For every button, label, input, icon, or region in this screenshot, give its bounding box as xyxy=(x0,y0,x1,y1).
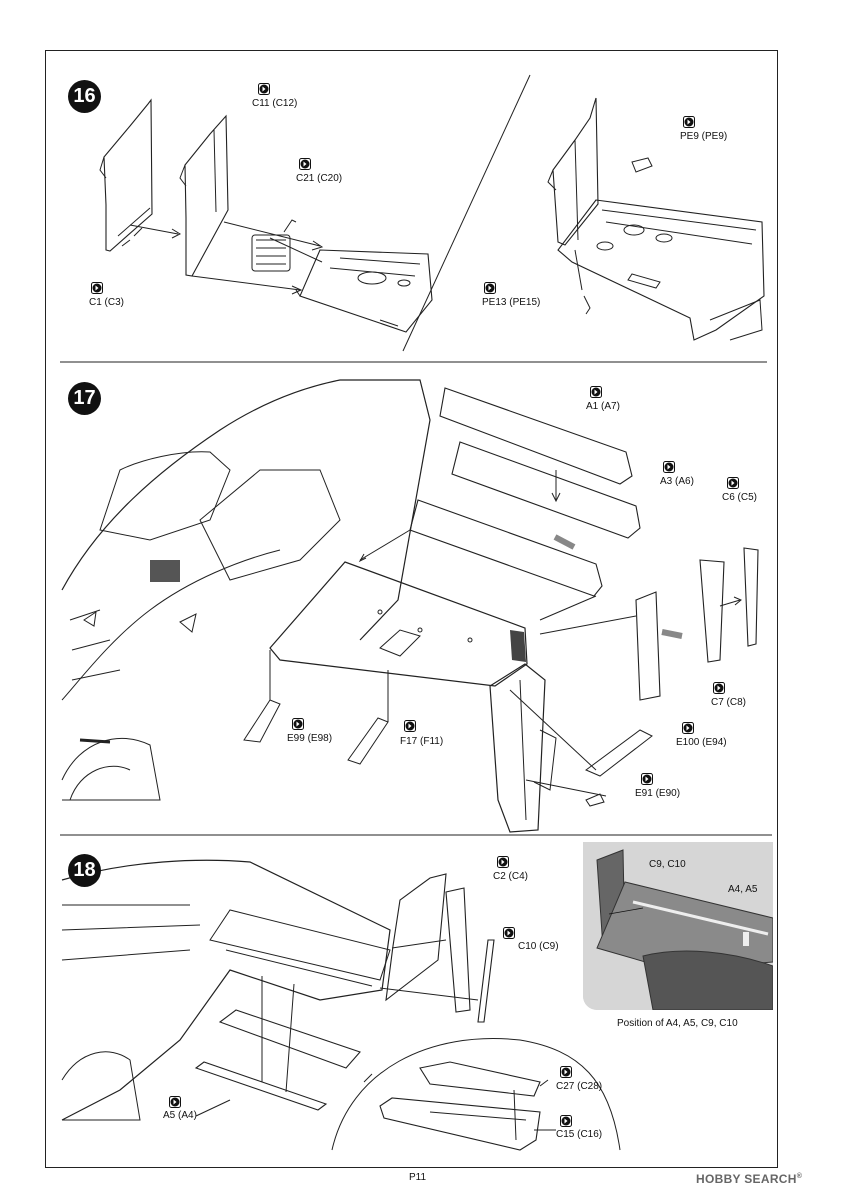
watermark-text: HOBBY SEARCH xyxy=(696,1172,797,1186)
part-label-pe9: PE9 (PE9) xyxy=(680,131,728,142)
watermark-registered-mark: ® xyxy=(796,1173,803,1180)
part-label-c7: C7 (C8) xyxy=(711,697,747,708)
arrow-right-in-square-icon xyxy=(503,927,515,939)
arrow-right-in-square-icon xyxy=(560,1066,572,1078)
arrow-right-in-square-icon xyxy=(560,1115,572,1127)
arrow-right-in-square-icon xyxy=(91,282,103,294)
step-number-17: 17 xyxy=(68,382,101,415)
step-number-16: 16 xyxy=(68,80,101,113)
watermark: HOBBY SEARCH® xyxy=(696,1172,802,1186)
arrow-right-in-square-icon xyxy=(590,386,602,398)
part-label-c15: C15 (C16) xyxy=(556,1129,603,1140)
part-label-a1: A1 (A7) xyxy=(586,401,620,412)
page-number: P11 xyxy=(409,1172,427,1183)
part-label-c1: C1 (C3) xyxy=(89,297,125,308)
arrow-right-in-square-icon xyxy=(713,682,725,694)
inset-label-a4-a5: A4, A5 xyxy=(728,884,758,895)
position-reference-photo xyxy=(583,842,773,1010)
part-label-a5: A5 (A4) xyxy=(163,1110,197,1121)
arrow-right-in-square-icon xyxy=(727,477,739,489)
arrow-right-in-square-icon xyxy=(484,282,496,294)
part-label-c21: C21 (C20) xyxy=(296,173,343,184)
arrow-right-in-square-icon xyxy=(299,158,311,170)
arrow-right-in-square-icon xyxy=(169,1096,181,1108)
arrow-right-in-square-icon xyxy=(292,718,304,730)
part-label-c11: C11 (C12) xyxy=(252,98,298,109)
arrow-right-in-square-icon xyxy=(663,461,675,473)
part-label-c6: C6 (C5) xyxy=(722,492,758,503)
arrow-right-in-square-icon xyxy=(497,856,509,868)
arrow-right-in-square-icon xyxy=(404,720,416,732)
inset-label-c9-c10: C9, C10 xyxy=(649,859,686,870)
part-label-a3: A3 (A6) xyxy=(660,476,694,487)
arrow-right-in-square-icon xyxy=(683,116,695,128)
part-label-e100: E100 (E94) xyxy=(676,737,727,748)
page-frame xyxy=(45,50,778,1168)
arrow-right-in-square-icon xyxy=(641,773,653,785)
part-label-c27: C27 (C28) xyxy=(556,1081,603,1092)
part-label-pe13: PE13 (PE15) xyxy=(482,297,541,308)
part-label-e99: E99 (E98) xyxy=(287,733,333,744)
step-number-18: 18 xyxy=(68,854,101,887)
part-label-c10: C10 (C9) xyxy=(518,941,559,952)
arrow-right-in-square-icon xyxy=(258,83,270,95)
part-label-c2: C2 (C4) xyxy=(493,871,529,882)
inset-caption: Position of A4, A5, C9, C10 xyxy=(617,1018,738,1029)
part-label-e91: E91 (E90) xyxy=(635,788,681,799)
part-label-f17: F17 (F11) xyxy=(400,736,444,747)
arrow-right-in-square-icon xyxy=(682,722,694,734)
